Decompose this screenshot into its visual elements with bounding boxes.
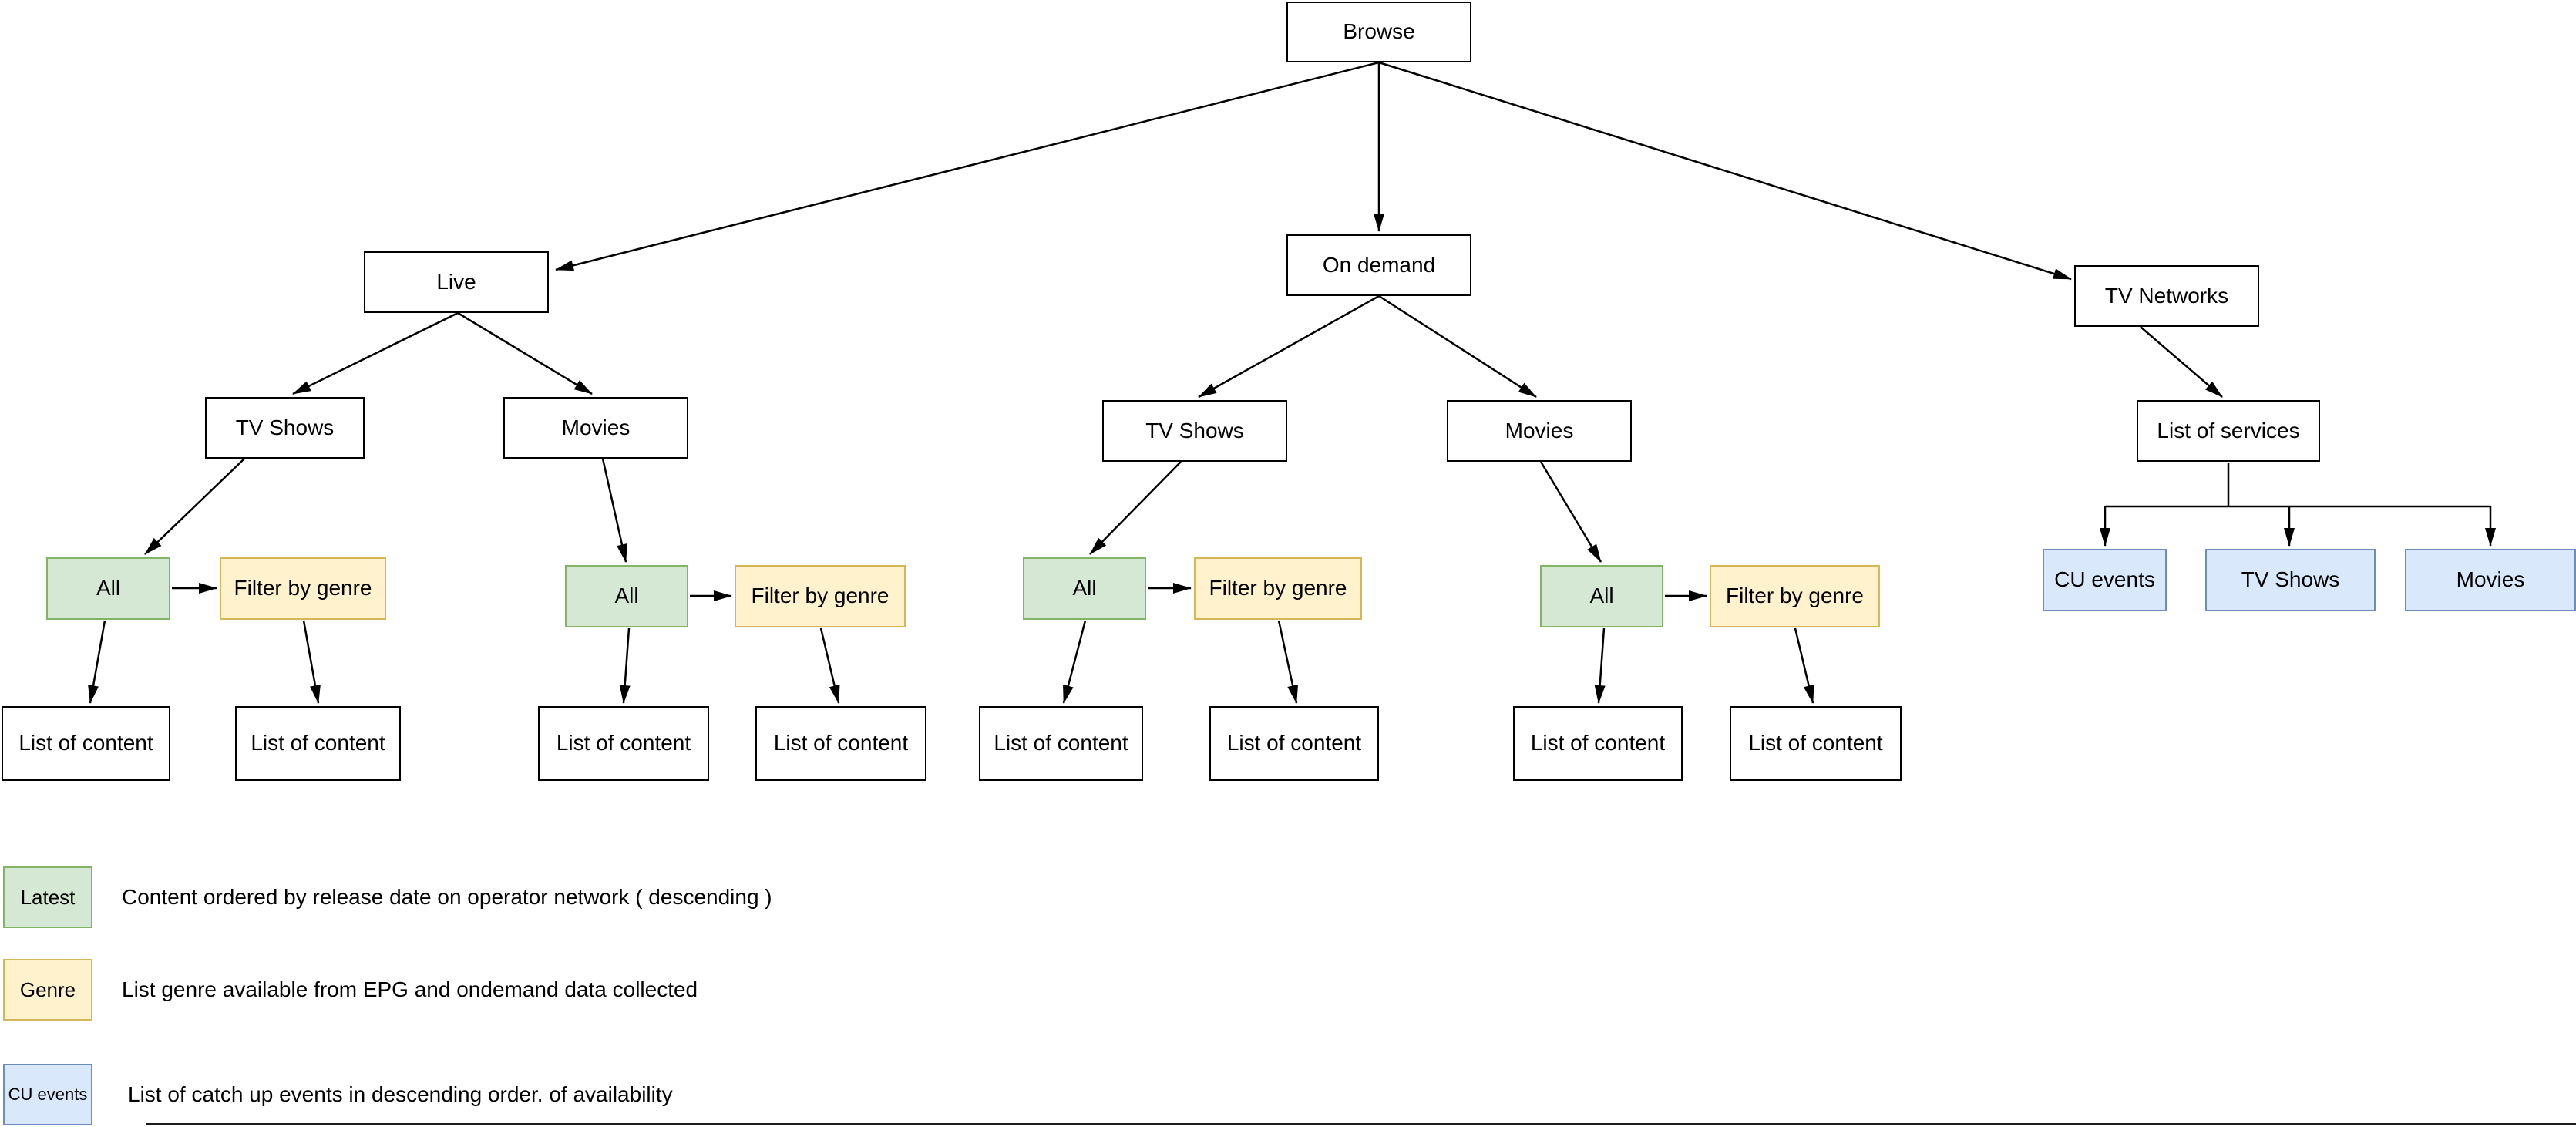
node-ondemand-movies[interactable]: Movies: [1447, 400, 1632, 462]
connector-live-tvshows: [292, 311, 459, 395]
connector-ondemand-tvshows: [1198, 294, 1380, 399]
node-list-of-content-2[interactable]: List of content: [235, 706, 401, 781]
connector-browse-tvnetworks: [1378, 61, 2072, 281]
node-list-of-content-5[interactable]: List of content: [979, 706, 1143, 781]
node-all-ondemand-tvshows[interactable]: All: [1023, 557, 1146, 620]
connector-tvshows-all-3: [1089, 461, 1182, 555]
node-all-live-movies[interactable]: All: [565, 565, 688, 627]
node-live-movies[interactable]: Movies: [503, 397, 688, 459]
node-live[interactable]: Live: [364, 251, 549, 313]
legend-description-latest: Content ordered by release date on opera…: [122, 885, 772, 909]
connector-all-content-3: [1062, 620, 1087, 704]
node-list-of-content-7[interactable]: List of content: [1513, 706, 1683, 781]
node-ondemand-tv-shows[interactable]: TV Shows: [1102, 400, 1287, 462]
node-filter-ondemand-movies[interactable]: Filter by genre: [1710, 565, 1880, 627]
connector-live-movies: [457, 311, 593, 395]
node-list-of-services[interactable]: List of services: [2137, 400, 2320, 462]
connector-browse-live: [555, 61, 1380, 271]
node-filter-ondemand-tvshows[interactable]: Filter by genre: [1194, 557, 1362, 620]
node-all-live-tvshows[interactable]: All: [46, 557, 170, 620]
connector-filter-content-4: [1794, 627, 1814, 704]
legend-description-genre: List genre available from EPG and ondema…: [122, 977, 698, 1001]
connector-filter-content-1: [302, 620, 321, 704]
legend-swatch-cu-events[interactable]: CU events: [3, 1064, 92, 1125]
node-all-ondemand-movies[interactable]: All: [1540, 565, 1663, 627]
connector-tvshows-all-1: [144, 458, 245, 555]
connector-tvnetworks-services: [2140, 326, 2223, 398]
node-filter-live-movies[interactable]: Filter by genre: [735, 565, 906, 627]
bottom-border-line: [146, 1123, 2576, 1125]
connector-filter-content-3: [1277, 620, 1299, 704]
node-filter-live-tvshows[interactable]: Filter by genre: [220, 557, 386, 620]
node-network-movies[interactable]: Movies: [2405, 549, 2576, 611]
node-on-demand[interactable]: On demand: [1286, 234, 1471, 296]
node-list-of-content-6[interactable]: List of content: [1209, 706, 1379, 781]
node-list-of-content-3[interactable]: List of content: [538, 706, 709, 781]
legend-description-cu-events: List of catch up events in descending or…: [128, 1082, 673, 1106]
connector-all-content-2: [619, 627, 631, 704]
node-browse[interactable]: Browse: [1286, 2, 1471, 62]
legend-swatch-latest[interactable]: Latest: [3, 866, 92, 928]
connector-movies-all-2: [601, 458, 627, 563]
connector-movies-all-4: [1539, 461, 1602, 563]
node-list-of-content-1[interactable]: List of content: [2, 706, 170, 781]
connector-all-content-4: [1594, 627, 1606, 704]
legend-swatch-genre[interactable]: Genre: [3, 959, 92, 1021]
node-live-tv-shows[interactable]: TV Shows: [205, 397, 365, 459]
node-cu-events[interactable]: CU events: [2043, 549, 2167, 611]
node-list-of-content-4[interactable]: List of content: [755, 706, 926, 781]
node-network-tv-shows[interactable]: TV Shows: [2205, 549, 2376, 611]
node-tv-networks[interactable]: TV Networks: [2074, 265, 2259, 327]
connector-filter-content-2: [819, 627, 840, 704]
node-list-of-content-8[interactable]: List of content: [1730, 706, 1902, 781]
connector-ondemand-movies: [1378, 294, 1537, 399]
connector-all-content-1: [88, 620, 106, 704]
